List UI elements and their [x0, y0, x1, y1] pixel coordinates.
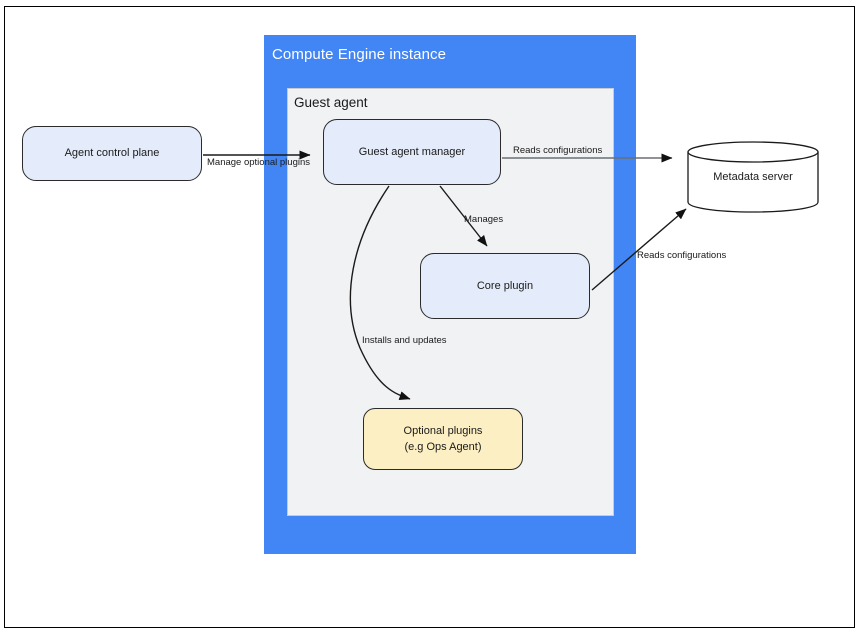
- edge-label-manages: Manages: [464, 214, 504, 225]
- compute-engine-instance-title: Compute Engine instance: [272, 46, 447, 63]
- node-metadata-server-label: Metadata server: [713, 171, 793, 183]
- edge-label-installs-and-updates: Installs and updates: [362, 335, 447, 346]
- node-optional-plugins-label-line2: (e.g Ops Agent): [404, 441, 482, 453]
- cylinder-icon: [687, 141, 819, 213]
- node-agent-control-plane[interactable]: Agent control plane: [22, 126, 202, 181]
- node-core-plugin[interactable]: Core plugin: [420, 253, 590, 319]
- node-guest-agent-manager-label: Guest agent manager: [358, 145, 466, 158]
- node-guest-agent-manager[interactable]: Guest agent manager: [323, 119, 501, 185]
- node-optional-plugins[interactable]: Optional plugins (e.g Ops Agent): [363, 408, 523, 470]
- edge-label-gam-reads-configurations: Reads configurations: [513, 145, 603, 156]
- edge-label-core-plugin-reads-configurations: Reads configurations: [637, 250, 727, 261]
- node-core-plugin-label: Core plugin: [476, 279, 534, 292]
- node-metadata-server[interactable]: Metadata server: [687, 141, 819, 213]
- node-agent-control-plane-label: Agent control plane: [64, 147, 160, 160]
- edge-label-manage-optional-plugins: Manage optional plugins: [207, 157, 310, 168]
- diagram-frame-border: [4, 6, 855, 628]
- guest-agent-title: Guest agent: [294, 95, 368, 110]
- node-optional-plugins-label-line1: Optional plugins: [403, 424, 483, 437]
